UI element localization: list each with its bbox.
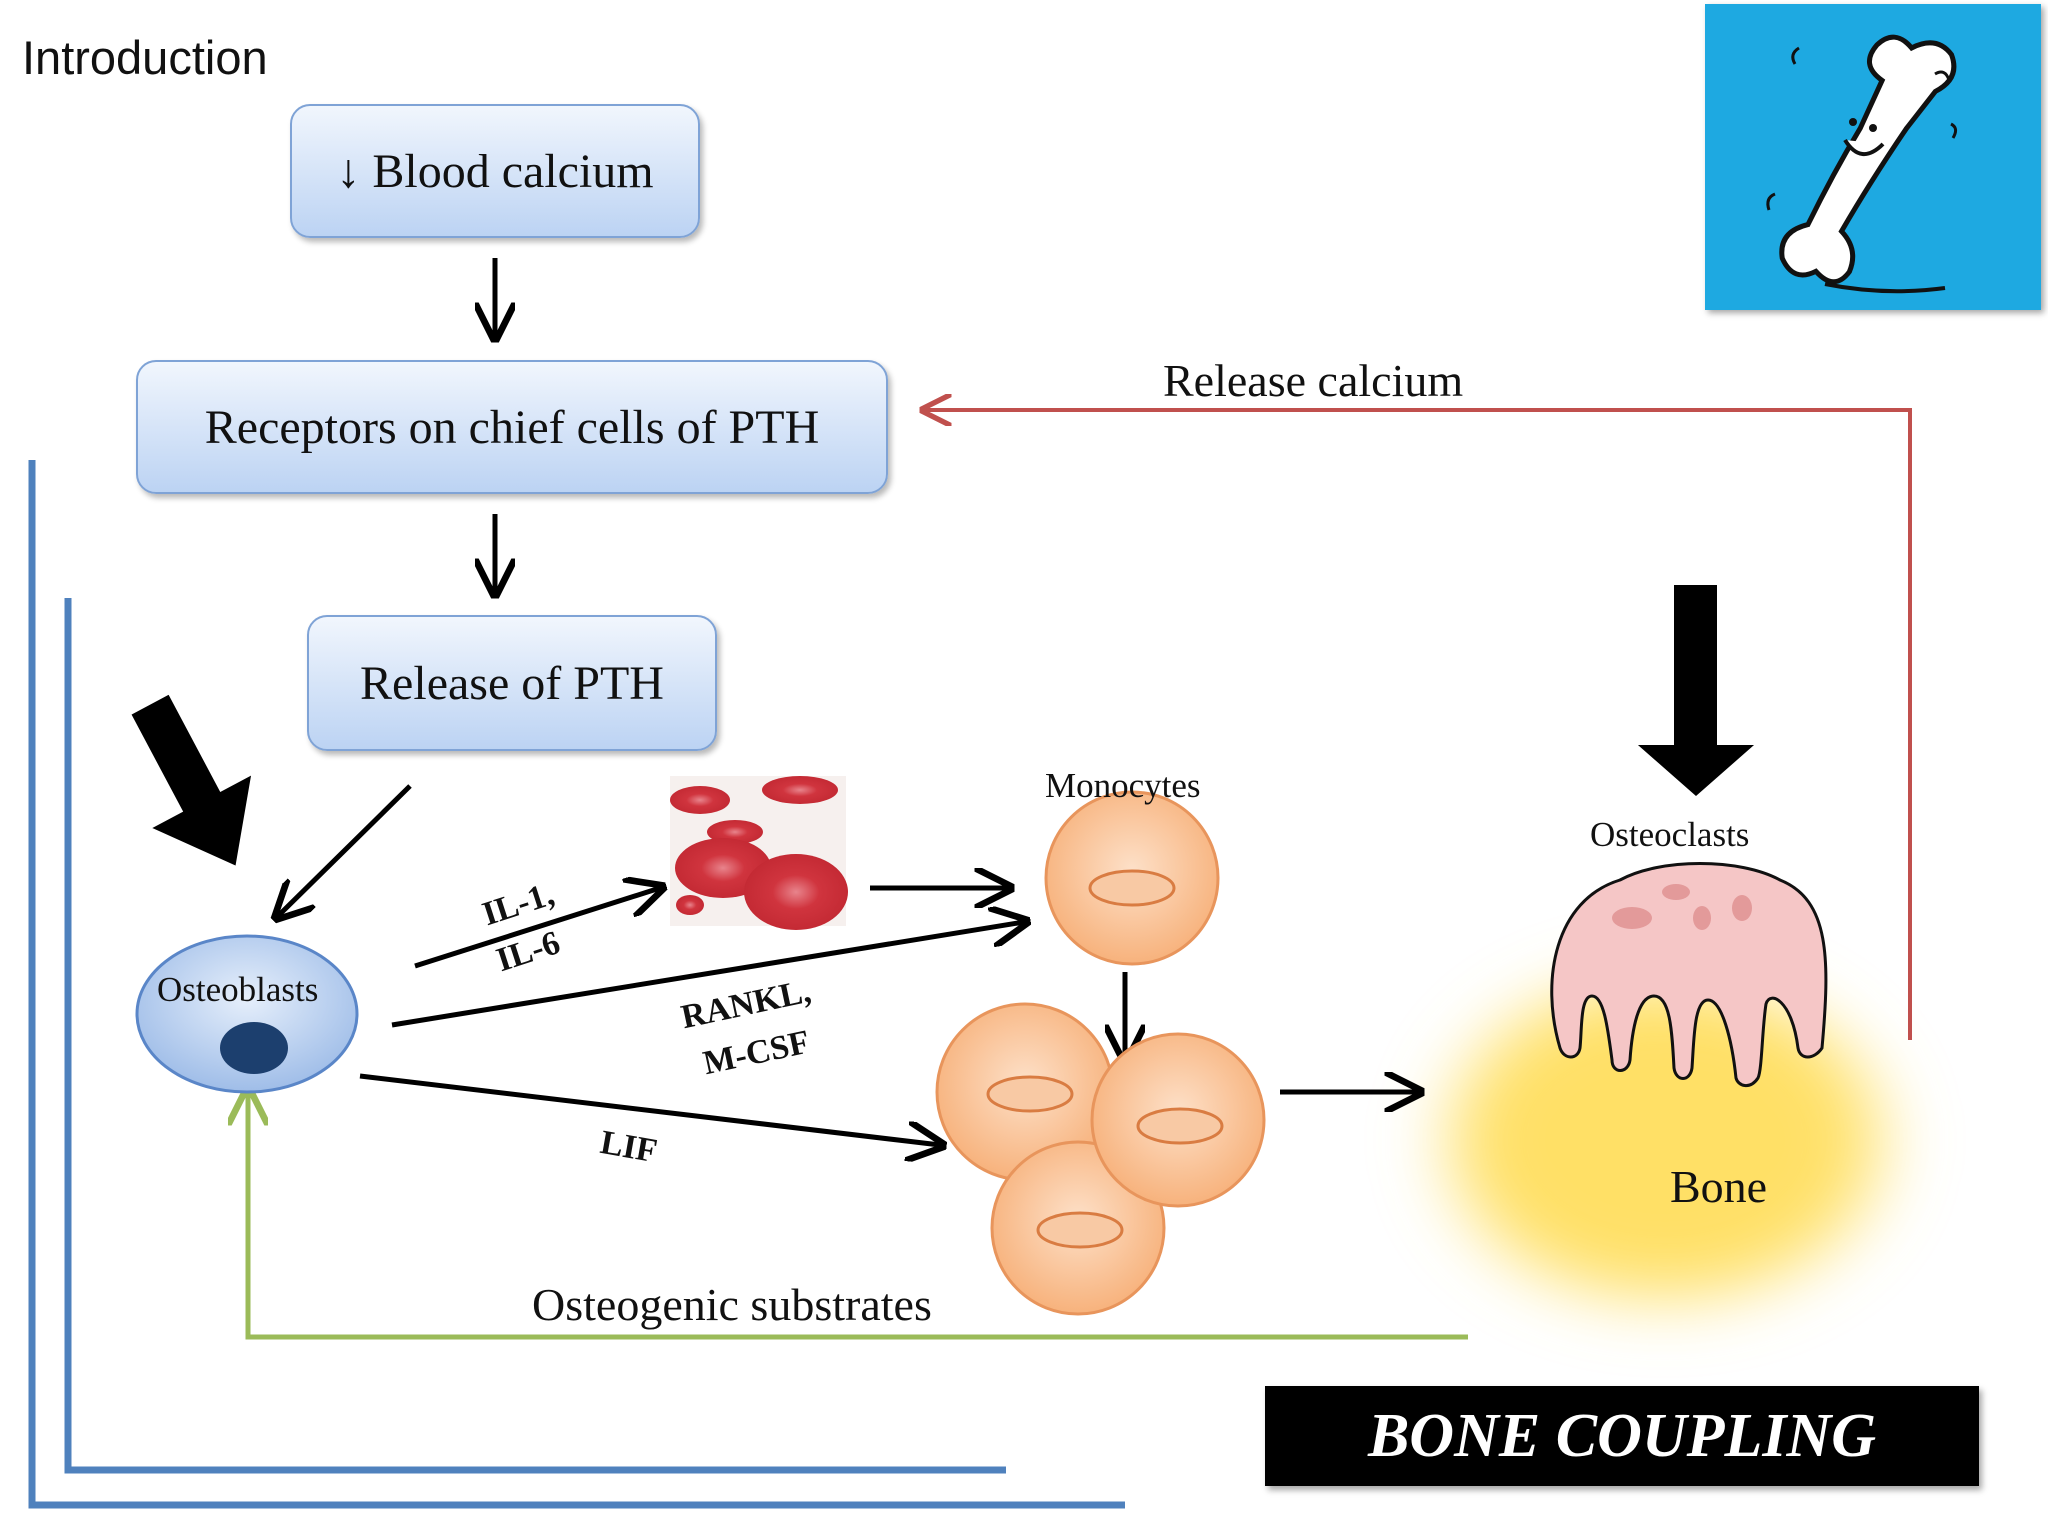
big-arrow-osteoblasts bbox=[123, 686, 260, 875]
bone-clipart bbox=[1705, 4, 2041, 310]
release-calcium-arrow bbox=[925, 410, 1912, 1040]
frame-line-outer bbox=[28, 460, 1125, 1509]
receptors-box: Receptors on chief cells of PTH bbox=[136, 360, 888, 494]
bone-mass bbox=[1415, 955, 1915, 1325]
arrow-pth-to-osteoblasts bbox=[278, 784, 412, 916]
release-calcium-label: Release calcium bbox=[1163, 355, 1464, 406]
osteogenic-substrates-arrow bbox=[248, 1092, 1468, 1340]
monocytes-label: Monocytes bbox=[1045, 766, 1201, 805]
slide-title: Introduction bbox=[22, 31, 268, 84]
blood-calcium-box: ↓ Blood calcium bbox=[290, 104, 700, 238]
arrow-il-to-blood-cells bbox=[414, 888, 660, 969]
osteogenic-substrates-label: Osteogenic substrates bbox=[532, 1279, 932, 1330]
osteoblasts-label: Osteoblasts bbox=[157, 970, 319, 1009]
osteoblast-nucleus bbox=[220, 1022, 288, 1074]
release-pth-box: Release of PTH bbox=[307, 615, 717, 751]
monocyte-cell bbox=[1044, 790, 1220, 966]
blood-cells-image bbox=[670, 776, 848, 930]
osteoblast-cell bbox=[135, 934, 359, 1094]
arrow-lif-to-cluster bbox=[359, 1073, 940, 1145]
big-arrow-osteoclasts bbox=[1622, 579, 1770, 804]
osteoclast-cell bbox=[1550, 862, 1828, 1087]
frame-line-inner bbox=[64, 598, 1006, 1474]
arrow-rankl-to-monocytes bbox=[391, 922, 1024, 1028]
monocyte-cluster bbox=[935, 1002, 1266, 1316]
bone-label: Bone bbox=[1670, 1161, 1768, 1212]
bone-coupling-banner: BONE COUPLING bbox=[1265, 1386, 1979, 1486]
osteoclasts-label: Osteoclasts bbox=[1590, 815, 1750, 854]
